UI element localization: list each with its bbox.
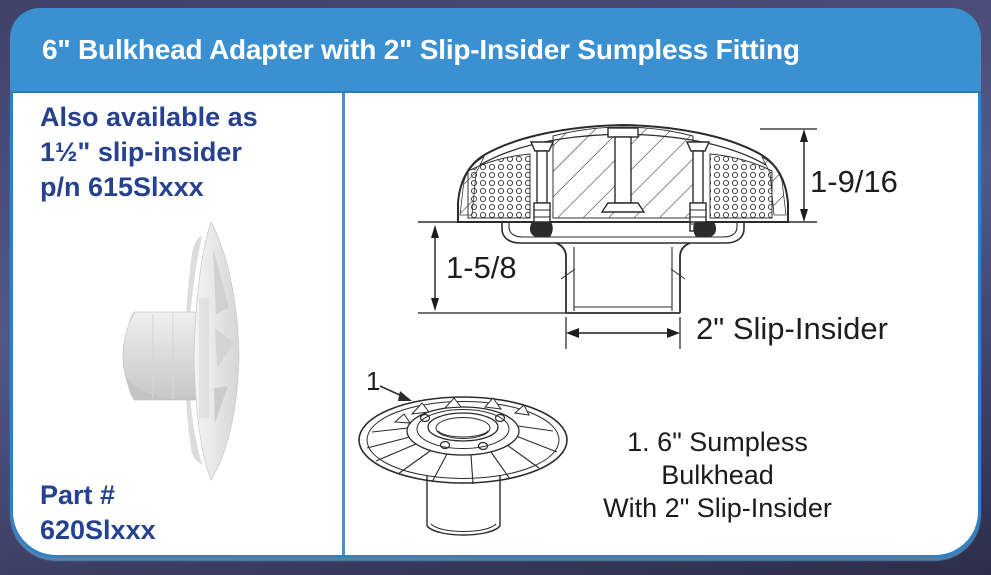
part-label: Part #	[40, 480, 116, 510]
dimension-label-dome-height: 1-9/16	[810, 164, 898, 199]
product-photo	[122, 220, 240, 481]
callout-number: 1	[366, 366, 381, 396]
availability-line: p/n 615Slxxx	[40, 172, 204, 202]
availability-line: 1½" slip-insider	[40, 137, 242, 167]
part-number-block: Part # 620Slxxx	[40, 478, 156, 548]
cross-section-diagram	[418, 123, 817, 349]
figure-caption-line: 1. 6" Sumpless Bulkhead	[627, 427, 808, 490]
dimension-label-pipe-height: 1-5/8	[446, 250, 517, 285]
panel-divider	[342, 93, 345, 555]
figure-caption-line: With 2" Slip-Insider	[603, 493, 832, 523]
availability-line: Also available as	[40, 102, 258, 132]
availability-note: Also available as 1½" slip-insider p/n 6…	[40, 100, 258, 205]
page-header: 6" Bulkhead Adapter with 2" Slip-Insider…	[10, 8, 981, 93]
dimension-label-pipe-width: 2" Slip-Insider	[696, 311, 888, 346]
perspective-diagram	[358, 385, 568, 536]
figure-caption: 1. 6" Sumpless Bulkhead With 2" Slip-Ins…	[575, 426, 860, 525]
page-title: 6" Bulkhead Adapter with 2" Slip-Insider…	[42, 33, 800, 65]
part-number: 620Slxxx	[40, 515, 156, 545]
